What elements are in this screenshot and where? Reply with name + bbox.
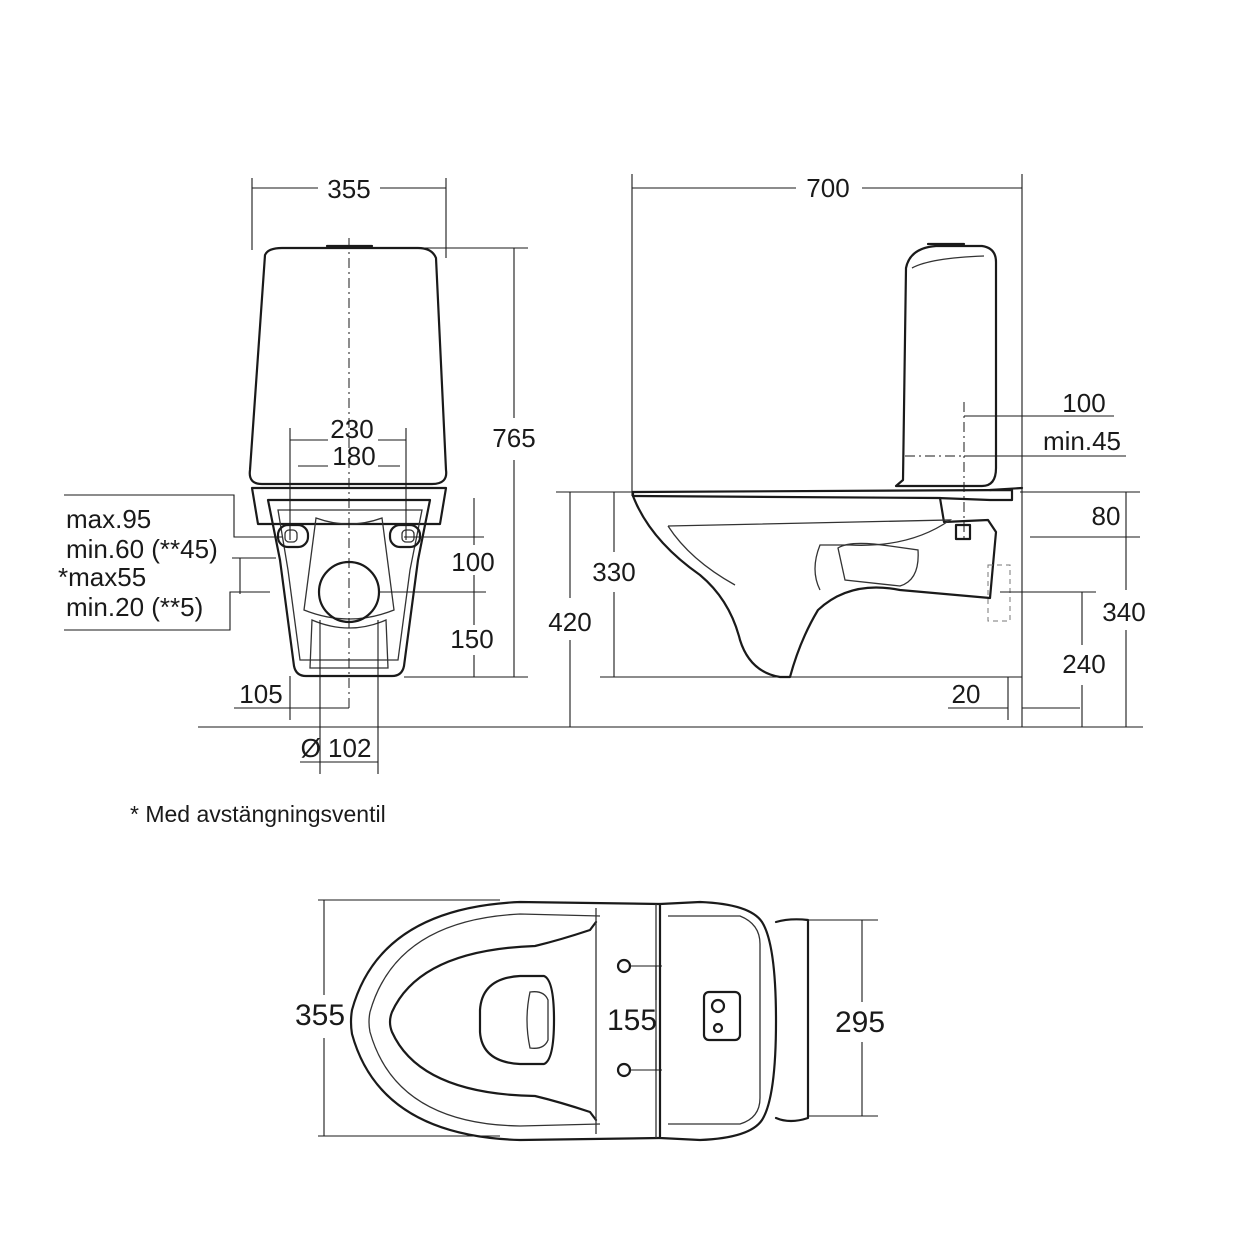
top-tank-width: 295 [835,1006,885,1039]
top-tank-inner [668,915,761,1125]
side-tank-inner [911,255,985,269]
top-bowl-water-inner [526,991,549,1049]
side-dim-100: 100 [1062,388,1105,418]
side-bowl-inner [667,519,953,591]
front-dim-100: 100 [451,547,494,577]
front-outlet-diameter: Ø 102 [301,733,372,763]
side-view: 700 100 min.45 80 330 420 340 240 [548,173,1146,727]
top-flush-button [702,990,742,1042]
side-dim-80: 80 [1092,501,1121,531]
front-width-label: 355 [327,174,370,204]
top-view: 355 155 295 [295,899,885,1142]
front-valve-max: *max55 [58,562,146,592]
top-bowl-water [478,974,556,1066]
front-bowl-foot [309,619,389,669]
front-view: 355 230 180 765 100 150 max.95 min.60 (*… [58,174,1143,774]
side-trap [837,542,919,587]
front-bowl-inner [277,509,423,661]
side-dim-min45: min.45 [1043,426,1121,456]
front-fixing-hole-left-inner [284,529,298,543]
front-hole-spacing-inner: 180 [332,441,375,471]
front-hole-spacing-outer: 230 [330,414,373,444]
top-flush-button-large [710,998,726,1014]
front-inlet-max: max.95 [66,504,151,534]
top-tank-outline [658,900,778,1142]
front-inlet-min: min.60 (**45) [66,534,218,564]
side-dim-240: 240 [1062,649,1105,679]
side-outlet-dashed [987,564,1011,622]
top-tank-back [774,918,810,1123]
side-tank-outline [894,244,998,488]
front-fixing-hole-right [388,523,422,549]
side-dim-340: 340 [1102,597,1145,627]
top-seat-outline [368,913,601,1127]
side-valve-box [954,523,972,541]
top-width-label: 355 [295,999,345,1032]
side-depth-label: 700 [806,173,849,203]
dim-line-min20 [64,591,270,631]
dim-line-max95 [64,494,282,538]
footnote: * Med avstängningsventil [130,801,386,827]
front-fixing-hole-left [276,523,310,549]
front-dim-105: 105 [239,679,282,709]
top-bowl-outline [349,900,662,1142]
front-height-label: 765 [492,423,535,453]
side-bowl-outline [631,494,998,679]
front-tank-base [250,486,448,526]
front-bowl-outline [266,498,432,678]
front-dim-150: 150 [450,624,493,654]
top-fixing-hole-lower [616,1062,632,1078]
side-dim-330: 330 [592,557,635,587]
front-valve-min: min.20 (**5) [66,592,203,622]
front-tank-outline [248,246,448,486]
top-fixing-hole-upper [616,958,632,974]
top-seat-opening [388,920,598,1122]
side-dim-20: 20 [952,679,981,709]
front-fixing-hole-right-inner [401,529,415,543]
top-flush-button-small [712,1022,724,1034]
front-bowl-seat [303,517,395,620]
side-seat-outline [631,488,1014,502]
side-dim-420: 420 [548,607,591,637]
side-seat-hinge [988,486,1024,492]
top-hole-spacing: 155 [607,1004,657,1037]
